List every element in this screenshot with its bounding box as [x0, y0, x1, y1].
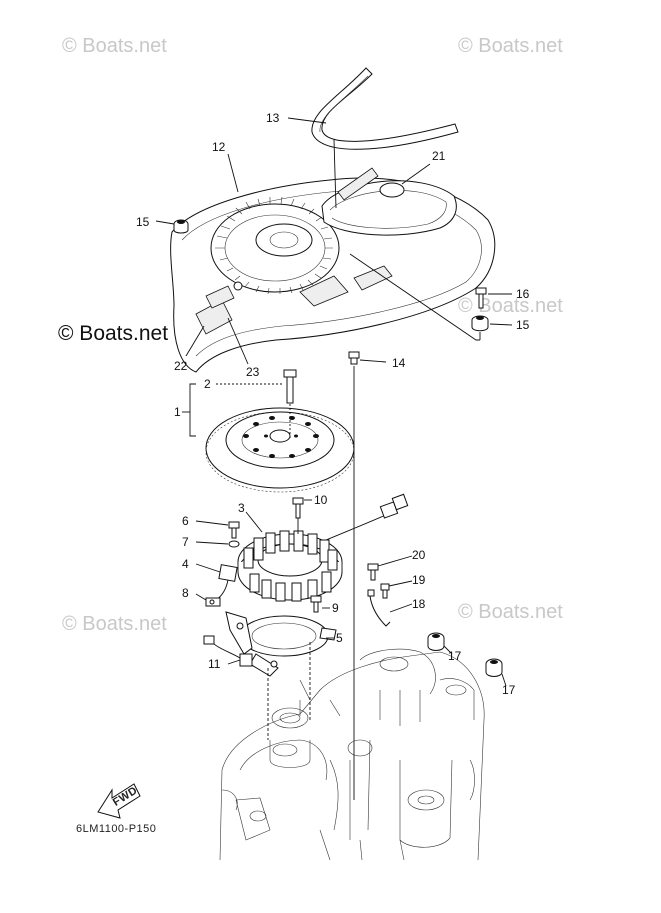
callout-8: 8 [182, 586, 189, 600]
part-2-bolt [283, 369, 297, 404]
callout-9: 9 [332, 601, 339, 615]
part-15-grommet-right [471, 315, 489, 332]
watermark: © Boats.net [458, 295, 563, 317]
callout-12: 12 [212, 140, 226, 154]
callout-19: 19 [412, 573, 426, 587]
callout-21: 21 [432, 149, 446, 163]
callout-20: 20 [412, 548, 426, 562]
callout-15: 15 [516, 318, 530, 332]
callout-1: 1 [174, 405, 181, 419]
part-17-grommet-a [427, 632, 445, 651]
part-20-bolt [367, 563, 379, 581]
watermark: © Boats.net [458, 35, 563, 57]
callout-2: 2 [204, 377, 211, 391]
part-10-bolt [292, 497, 304, 519]
part-7-washer [228, 540, 240, 548]
part-13-belt [311, 67, 459, 150]
callout-17: 17 [502, 683, 516, 697]
watermark: © Boats.net [458, 601, 563, 623]
part-connector [379, 493, 409, 519]
callout-15: 15 [136, 215, 150, 229]
part-14-collar [348, 351, 360, 365]
callout-11: 11 [208, 657, 221, 671]
watermark: © Boats.net [58, 322, 168, 345]
part-9-bolt [310, 595, 322, 613]
callout-3: 3 [238, 501, 245, 515]
part-12-flywheel-cover [170, 167, 496, 373]
watermark: © Boats.net [62, 35, 167, 57]
callout-4: 4 [182, 557, 189, 571]
callout-10: 10 [314, 493, 328, 507]
callout-23: 23 [246, 365, 260, 379]
part-18-lead-wire [367, 589, 391, 627]
leader-lines [155, 117, 513, 800]
callout-6: 6 [182, 514, 189, 528]
part-3-stator [237, 513, 389, 602]
watermark: © Boats.net [62, 613, 167, 635]
callout-22: 22 [174, 359, 188, 373]
part-6-bolt [228, 521, 240, 539]
part-17-grommet-b [485, 658, 503, 677]
callout-18: 18 [412, 597, 426, 611]
part-1-flywheel [205, 407, 355, 493]
callout-5: 5 [336, 631, 343, 645]
part-19-bolt [380, 583, 390, 599]
part-8-clamp [205, 597, 221, 607]
callout-17: 17 [448, 649, 462, 663]
part-15-grommet-left [173, 219, 189, 234]
diagram-code: 6LM1100-P150 [76, 823, 156, 835]
part-5-bracket [225, 611, 337, 677]
engine-block [219, 648, 485, 861]
fwd-arrow: FWD [97, 783, 141, 819]
part-4-pulser-coil [215, 564, 238, 601]
part-16-bolt [475, 287, 487, 309]
callout-16: 16 [516, 287, 530, 301]
callout-14: 14 [392, 356, 406, 370]
callout-13: 13 [266, 111, 280, 125]
callout-7: 7 [182, 535, 189, 549]
callout-numbers: 13 12 21 15 16 15 22 23 14 2 1 10 3 6 7 … [136, 111, 530, 697]
